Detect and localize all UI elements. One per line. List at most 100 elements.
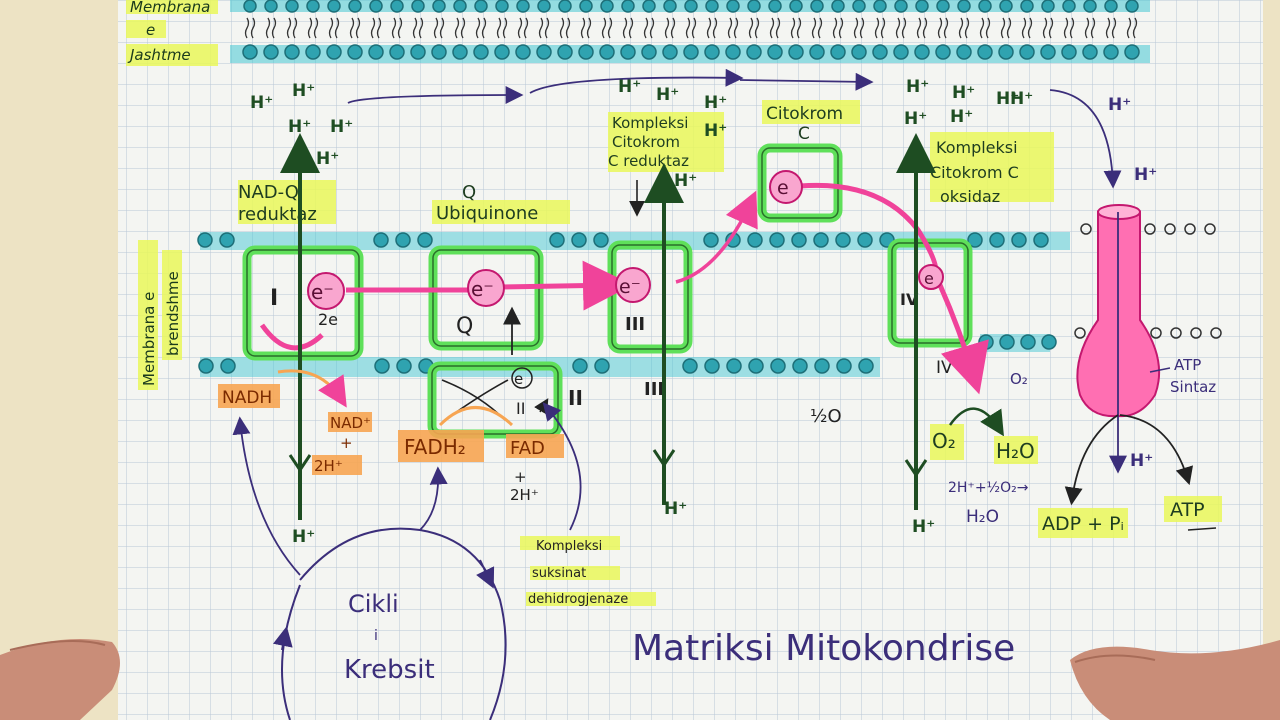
lipid-head bbox=[872, 44, 888, 60]
complex-3-roman-inside: III bbox=[625, 314, 645, 335]
lipid-head bbox=[641, 44, 657, 60]
lipid-head bbox=[1082, 44, 1098, 60]
lipid-head bbox=[747, 232, 763, 248]
proton-h-plus: H⁺ bbox=[906, 77, 929, 97]
intermembrane-flow-arrows bbox=[347, 68, 1122, 189]
inner-membrane-text-2: brendshme bbox=[164, 271, 182, 356]
lipid-head bbox=[411, 0, 425, 13]
lipid-head bbox=[263, 44, 279, 60]
proton-h-plus: H⁺ bbox=[704, 93, 727, 113]
lipid-tail bbox=[706, 17, 718, 39]
lipid-head bbox=[473, 44, 489, 60]
electron-flow-path bbox=[346, 182, 989, 395]
lipid-head bbox=[642, 0, 656, 13]
inner-membrane bbox=[197, 232, 1070, 377]
lipid-tail bbox=[979, 17, 991, 39]
electron-cytochrome-c: e bbox=[769, 170, 803, 204]
lipid-head bbox=[1033, 232, 1049, 248]
electron-label-1: e⁻ bbox=[311, 280, 334, 304]
lipid-head bbox=[977, 44, 993, 60]
proton-h-plus: H⁺ bbox=[618, 77, 641, 97]
fad-highlight bbox=[506, 434, 564, 458]
lipid-head bbox=[726, 358, 742, 374]
krebs-cycle: Cikli i Krebsit bbox=[232, 416, 507, 720]
complex-3-title-2: Citokrom bbox=[612, 133, 680, 151]
lipid-head bbox=[704, 44, 720, 60]
lipid-head bbox=[999, 334, 1015, 350]
electron-ubiquinone: e⁻ bbox=[467, 269, 505, 307]
lipid-head bbox=[198, 358, 214, 374]
sdh-pointer bbox=[542, 402, 582, 531]
complex-1-two-e: 2e bbox=[318, 310, 338, 329]
lipid-head bbox=[374, 358, 390, 374]
cytochrome-c-title-2: C bbox=[798, 124, 810, 144]
lipid-head bbox=[792, 358, 808, 374]
lipid-tail bbox=[916, 17, 928, 39]
lipid-head bbox=[516, 0, 530, 13]
hand-right bbox=[1070, 640, 1280, 720]
lipid-tail bbox=[622, 17, 634, 39]
lipid-head bbox=[914, 44, 930, 60]
cytochrome-c-title-1: Citokrom bbox=[766, 104, 843, 124]
lipid-tail bbox=[937, 17, 949, 39]
lipid-head bbox=[537, 0, 551, 13]
lipid-head bbox=[978, 0, 992, 13]
lipid-head bbox=[894, 0, 908, 13]
lipid-head bbox=[726, 0, 740, 13]
lipid-tail bbox=[727, 17, 739, 39]
lipid-head bbox=[978, 334, 994, 350]
lipid-head bbox=[683, 44, 699, 60]
lipid-head bbox=[558, 0, 572, 13]
lipid-tail bbox=[601, 17, 613, 39]
lipid-head bbox=[410, 44, 426, 60]
lipid-tail bbox=[370, 17, 382, 39]
proton-h-plus: H⁺ bbox=[1134, 165, 1157, 185]
proton-h-plus: H⁺ bbox=[952, 83, 975, 103]
lipid-head bbox=[999, 0, 1013, 13]
o2-label-right: O₂ bbox=[1010, 370, 1028, 388]
lipid-head bbox=[593, 232, 609, 248]
lipid-head bbox=[579, 0, 593, 13]
lipid-head bbox=[748, 358, 764, 374]
lipid-head bbox=[594, 358, 610, 374]
lipid-tail bbox=[286, 17, 298, 39]
lipid-tail bbox=[412, 17, 424, 39]
atp-synthase-label-1: ATP bbox=[1174, 356, 1201, 374]
complex-1-roman: I bbox=[270, 286, 278, 311]
outer-membrane-text-3: Jashtme bbox=[127, 46, 191, 64]
electron-complex-3: e⁻ bbox=[615, 267, 651, 303]
lipid-head bbox=[1062, 0, 1076, 13]
lipid-tail bbox=[391, 17, 403, 39]
lipid-head bbox=[285, 0, 299, 13]
ubiquinone-title-2: Ubiquinone bbox=[436, 203, 538, 224]
lipid-head bbox=[831, 0, 845, 13]
lipid-head bbox=[957, 0, 971, 13]
lipid-head bbox=[417, 232, 433, 248]
complex-1-title-1: NAD-Q bbox=[238, 182, 299, 203]
proton-h-plus: H⁺ bbox=[996, 89, 1019, 109]
lipid-head bbox=[684, 0, 698, 13]
complex-3-title-3: C reduktaz bbox=[608, 152, 689, 170]
outer-membrane-label: Membrana e Jashtme bbox=[126, 0, 218, 66]
lipid-head bbox=[747, 0, 761, 13]
lipid-head bbox=[348, 0, 362, 13]
lipid-head bbox=[704, 358, 720, 374]
lipid-tail bbox=[538, 17, 550, 39]
lipid-tail bbox=[433, 17, 445, 39]
proton-h-plus: H⁺ bbox=[674, 171, 697, 191]
lipid-tail bbox=[244, 17, 256, 39]
lipid-head bbox=[578, 44, 594, 60]
complex-4-roman-below: IV bbox=[936, 358, 953, 378]
complex-4-title-highlight bbox=[930, 132, 1054, 202]
cytochrome-c-highlight bbox=[762, 100, 860, 124]
lipid-head bbox=[1040, 44, 1056, 60]
h2o-label: H₂O bbox=[996, 439, 1035, 463]
lipid-head bbox=[814, 358, 830, 374]
lipid-head bbox=[809, 44, 825, 60]
proton-h-plus: H⁺ bbox=[656, 85, 679, 105]
nadh-2h-plus: 2H⁺ bbox=[314, 457, 343, 475]
lipid-head bbox=[768, 0, 782, 13]
lipid-tail bbox=[496, 17, 508, 39]
lipid-head bbox=[284, 44, 300, 60]
nadh-highlight bbox=[218, 384, 280, 408]
